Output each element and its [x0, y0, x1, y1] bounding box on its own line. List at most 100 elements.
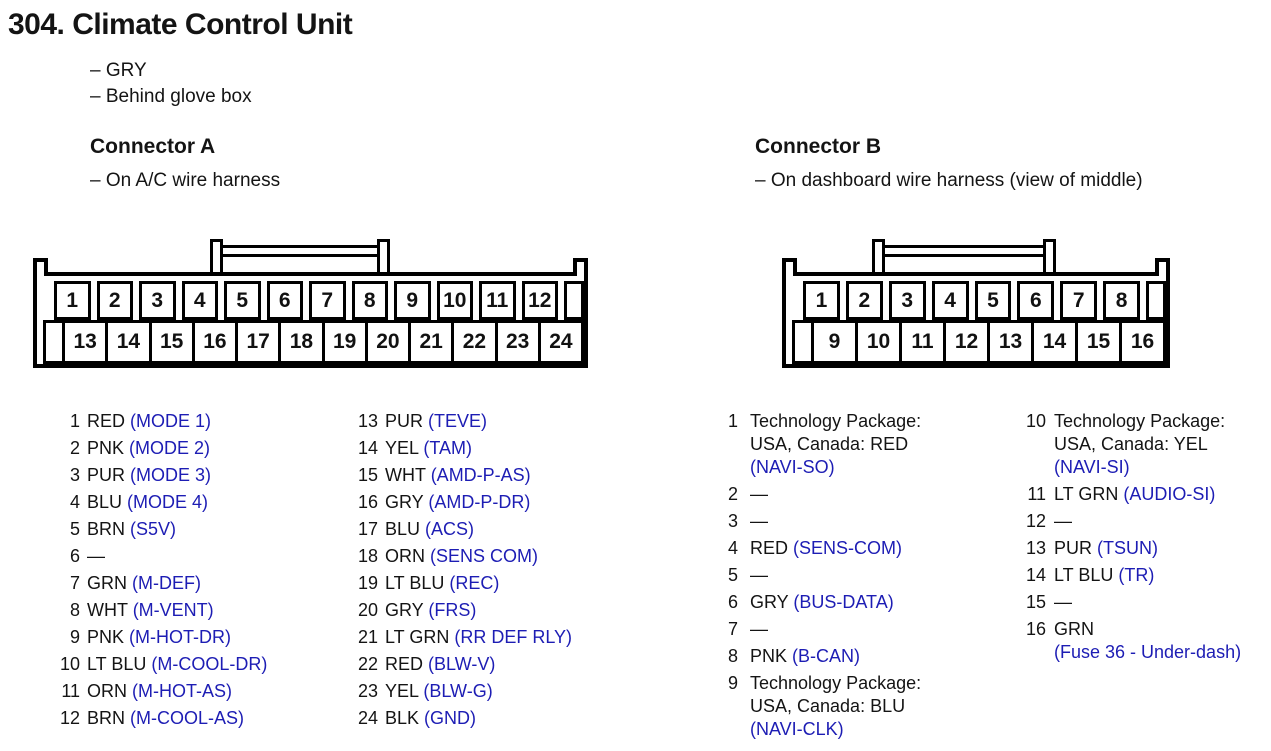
pin-text: BLK (GND) — [385, 707, 476, 730]
pin-cell: 7 — [309, 281, 346, 320]
corner-notch — [33, 258, 48, 276]
pin-text: YEL (BLW-G) — [385, 680, 493, 703]
pin-number: 7 — [727, 619, 738, 639]
signal-name: (SENS-COM) — [793, 538, 903, 558]
pin-text: PNK (MODE 2) — [87, 437, 210, 460]
wire-color: PUR — [1054, 538, 1093, 558]
pin-cell: 12 — [521, 281, 558, 320]
signal-name: (TEVE) — [428, 411, 488, 431]
wire-color: PNK — [87, 438, 125, 458]
signal-name: (AUDIO-SI) — [1123, 484, 1216, 504]
pin-number: 21 — [357, 627, 378, 647]
wire-color: GRY — [385, 492, 424, 512]
pin-row: 11 LT GRN (AUDIO-SI) — [1022, 483, 1270, 506]
pin-text: LT GRN (AUDIO-SI) — [1054, 483, 1215, 506]
signal-name: (MODE 1) — [130, 411, 212, 431]
pin-cell: 14 — [105, 320, 152, 364]
wire-color: ORN — [385, 546, 425, 566]
pin-row: 24 BLK (GND) — [352, 707, 682, 730]
pin-cell: 9 — [811, 320, 858, 364]
connector-b-heading: Connector B — [755, 135, 881, 158]
pin-number: 24 — [357, 708, 378, 728]
pin-number: 5 — [69, 519, 80, 539]
unit-note-line: – GRY — [90, 60, 147, 81]
pin-number: 17 — [357, 519, 378, 539]
pin-cell: 1 — [803, 281, 840, 320]
signal-name: (M-COOL-AS) — [130, 708, 245, 728]
wire-color: PUR — [87, 465, 126, 485]
latch-bar — [882, 245, 1046, 257]
pin-number: 8 — [69, 600, 80, 620]
unit-notes: – GRY – Behind glove box — [90, 58, 252, 110]
wire-color: LT BLU — [87, 654, 147, 674]
pin-cell: 13 — [62, 320, 109, 364]
pin-text: Technology Package:USA, Canada: YEL(NAVI… — [1054, 410, 1225, 479]
signal-name: (NAVI-CLK) — [750, 719, 844, 739]
signal-name: (FRS) — [428, 600, 477, 620]
pin-row: 6— — [48, 545, 348, 568]
wire-color: LT GRN — [1054, 484, 1119, 504]
wire-color: BRN — [87, 519, 126, 539]
pin-text: LT BLU (M-COOL-DR) — [87, 653, 267, 676]
wire-color: YEL — [385, 681, 419, 701]
pin-number: 7 — [69, 573, 80, 593]
pin-number: 6 — [69, 546, 80, 566]
pin-cell: 22 — [451, 320, 498, 364]
wire-color: — — [750, 619, 768, 639]
pin-cell: 12 — [943, 320, 990, 364]
pin-cell: 14 — [1031, 320, 1078, 364]
wire-color: GRY — [385, 600, 424, 620]
wire-color: PNK — [87, 627, 125, 647]
wire-color: — — [87, 546, 105, 566]
wire-color: — — [750, 511, 768, 531]
signal-name: (ACS) — [425, 519, 475, 539]
pin-cell: 13 — [987, 320, 1034, 364]
signal-name: (AMD-P-AS) — [430, 465, 531, 485]
pin-text: WHT (M-VENT) — [87, 599, 214, 622]
signal-name: (MODE 2) — [129, 438, 211, 458]
pin-cell: 3 — [139, 281, 176, 320]
pin-row: 12— — [1022, 510, 1270, 533]
pin-row: 15— — [1022, 591, 1270, 614]
pin-row: 7— — [714, 618, 1009, 641]
pin-cell: 15 — [1075, 320, 1122, 364]
pin-number: 6 — [727, 592, 738, 612]
pin-row: 8 WHT (M-VENT) — [48, 599, 348, 622]
pin-cell: 11 — [899, 320, 946, 364]
pin-number: 9 — [69, 627, 80, 647]
pin-text: — — [1054, 591, 1072, 614]
pin-cell: 8 — [351, 281, 388, 320]
pin-cell: 8 — [1103, 281, 1140, 320]
wire-color: LT GRN — [385, 627, 450, 647]
pin-number: 9 — [727, 673, 738, 693]
pin-number: 14 — [1025, 565, 1046, 585]
pin-description-line: Technology Package: — [750, 673, 922, 693]
pin-cell: 6 — [1017, 281, 1055, 320]
signal-name: (B-CAN) — [792, 646, 861, 666]
pin-number: 11 — [1027, 484, 1046, 504]
pin-cell: 19 — [321, 320, 368, 364]
pin-cell: 16 — [1119, 320, 1166, 364]
pin-text: RED (SENS-COM) — [750, 537, 902, 560]
pin-text: — — [750, 618, 768, 641]
connector-a-note: – On A/C wire harness — [90, 170, 281, 191]
